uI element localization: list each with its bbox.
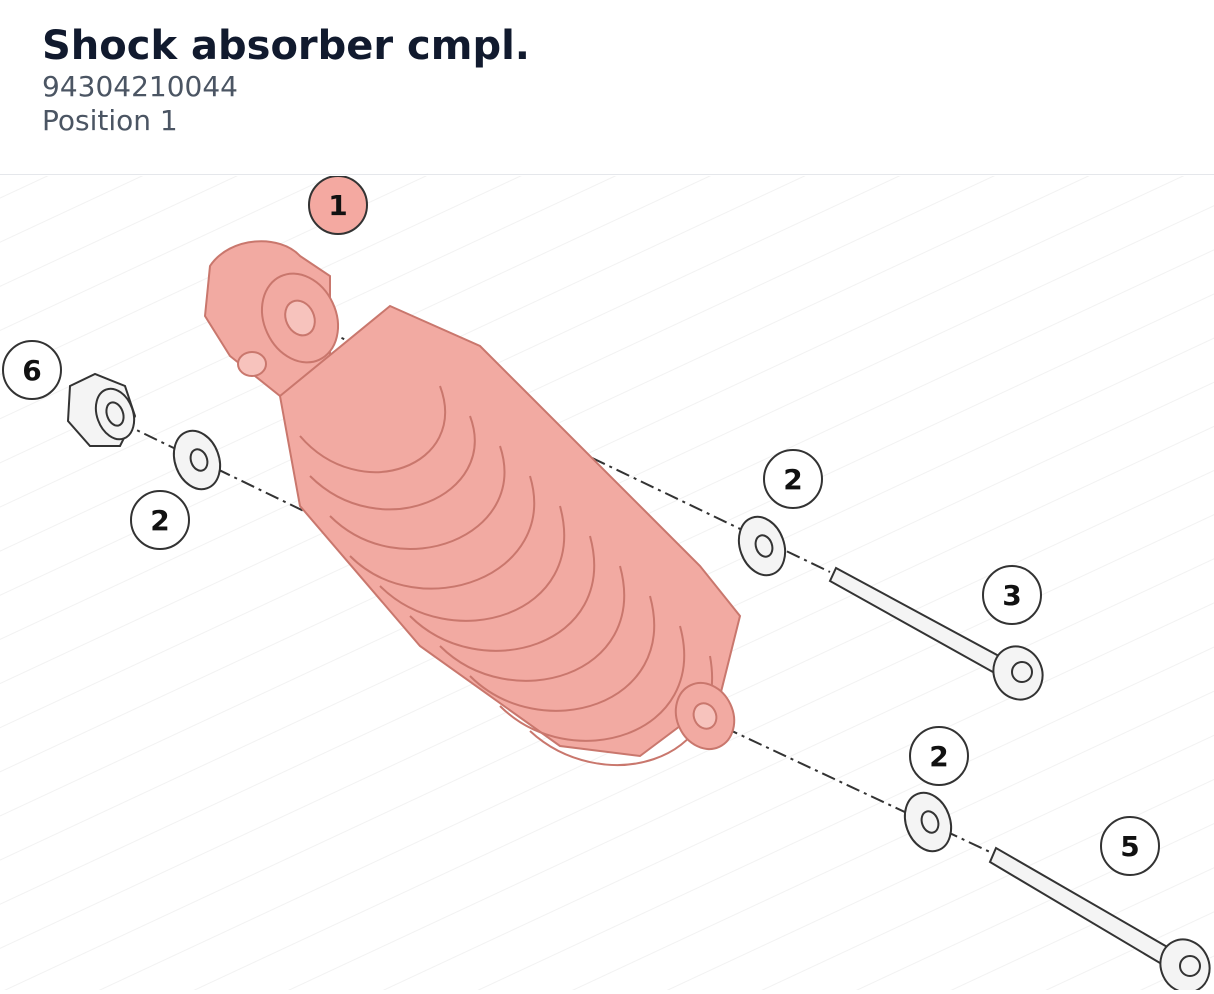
callout-2a[interactable]: 2 [130, 490, 190, 550]
callout-2c-label: 2 [929, 740, 948, 773]
callout-1-label: 1 [328, 189, 347, 222]
washer-part-a[interactable] [166, 424, 228, 495]
callout-2b-label: 2 [783, 463, 802, 496]
callout-2b[interactable]: 2 [763, 449, 823, 509]
callout-3-label: 3 [1002, 579, 1021, 612]
callout-2a-label: 2 [150, 504, 169, 537]
callout-1[interactable]: 1 [308, 175, 368, 235]
part-title: Shock absorber cmpl. [42, 23, 530, 69]
bolt-part-5[interactable] [988, 846, 1214, 994]
diagram-svg: 1 6 2 2 3 2 5 [0, 175, 1214, 994]
washers [166, 424, 959, 857]
nut-part[interactable] [66, 372, 141, 447]
callout-2c[interactable]: 2 [909, 726, 969, 786]
part-number: 94304210044 [42, 70, 238, 103]
washer-part-b[interactable] [731, 510, 793, 581]
callout-6-label: 6 [22, 354, 41, 387]
part-header: Shock absorber cmpl. 94304210044 Positio… [0, 0, 1214, 175]
position-label: Position 1 [42, 104, 178, 137]
bolt-part-3[interactable] [828, 566, 1051, 708]
exploded-parts-diagram: 1 6 2 2 3 2 5 [0, 175, 1214, 994]
callout-5-label: 5 [1120, 830, 1139, 863]
callout-5[interactable]: 5 [1100, 816, 1160, 876]
callout-3[interactable]: 3 [982, 565, 1042, 625]
callout-6[interactable]: 6 [2, 340, 62, 400]
washer-part-c[interactable] [897, 786, 959, 857]
shock-absorber-part[interactable] [203, 240, 745, 766]
